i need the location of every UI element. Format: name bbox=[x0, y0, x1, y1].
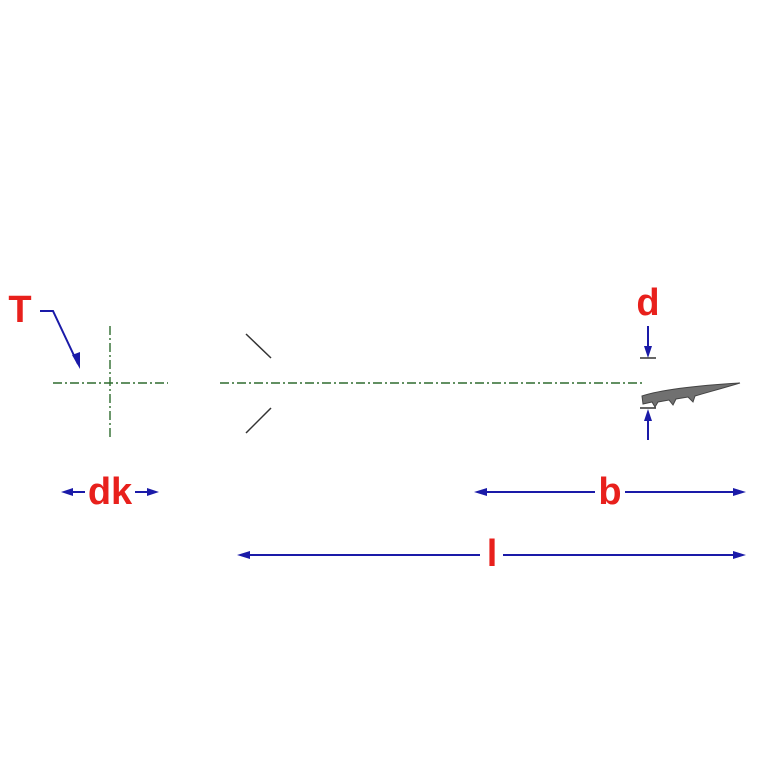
head-diameter-dimension: dk bbox=[61, 471, 159, 513]
thread-leader-arrowhead bbox=[72, 352, 80, 369]
thread-label: T bbox=[8, 289, 31, 331]
thread-leader: T bbox=[8, 289, 80, 369]
countersunk-head-outline bbox=[245, 333, 272, 434]
b-arrowhead-right bbox=[733, 488, 746, 496]
head-center-cross bbox=[53, 326, 168, 440]
l-label: l bbox=[487, 533, 498, 575]
threaded-tip bbox=[641, 382, 741, 408]
d-arrowhead-bottom bbox=[644, 409, 652, 421]
head-edge-bottom bbox=[245, 407, 272, 434]
b-label: b bbox=[598, 471, 621, 513]
diameter-dimension: d bbox=[636, 282, 660, 440]
dk-label: dk bbox=[88, 471, 133, 513]
dk-arrowhead-right bbox=[147, 488, 159, 496]
dk-arrowhead-left bbox=[61, 488, 73, 496]
thread-length-dimension: b bbox=[474, 471, 746, 513]
thread-leader-line bbox=[40, 310, 79, 365]
length-dimension: l bbox=[237, 533, 746, 575]
head-edge-top bbox=[245, 333, 272, 359]
d-label: d bbox=[636, 282, 659, 324]
l-arrowhead-right bbox=[733, 551, 746, 559]
l-arrowhead-left bbox=[237, 551, 250, 559]
d-arrowhead-top bbox=[644, 346, 652, 358]
b-arrowhead-left bbox=[474, 488, 487, 496]
